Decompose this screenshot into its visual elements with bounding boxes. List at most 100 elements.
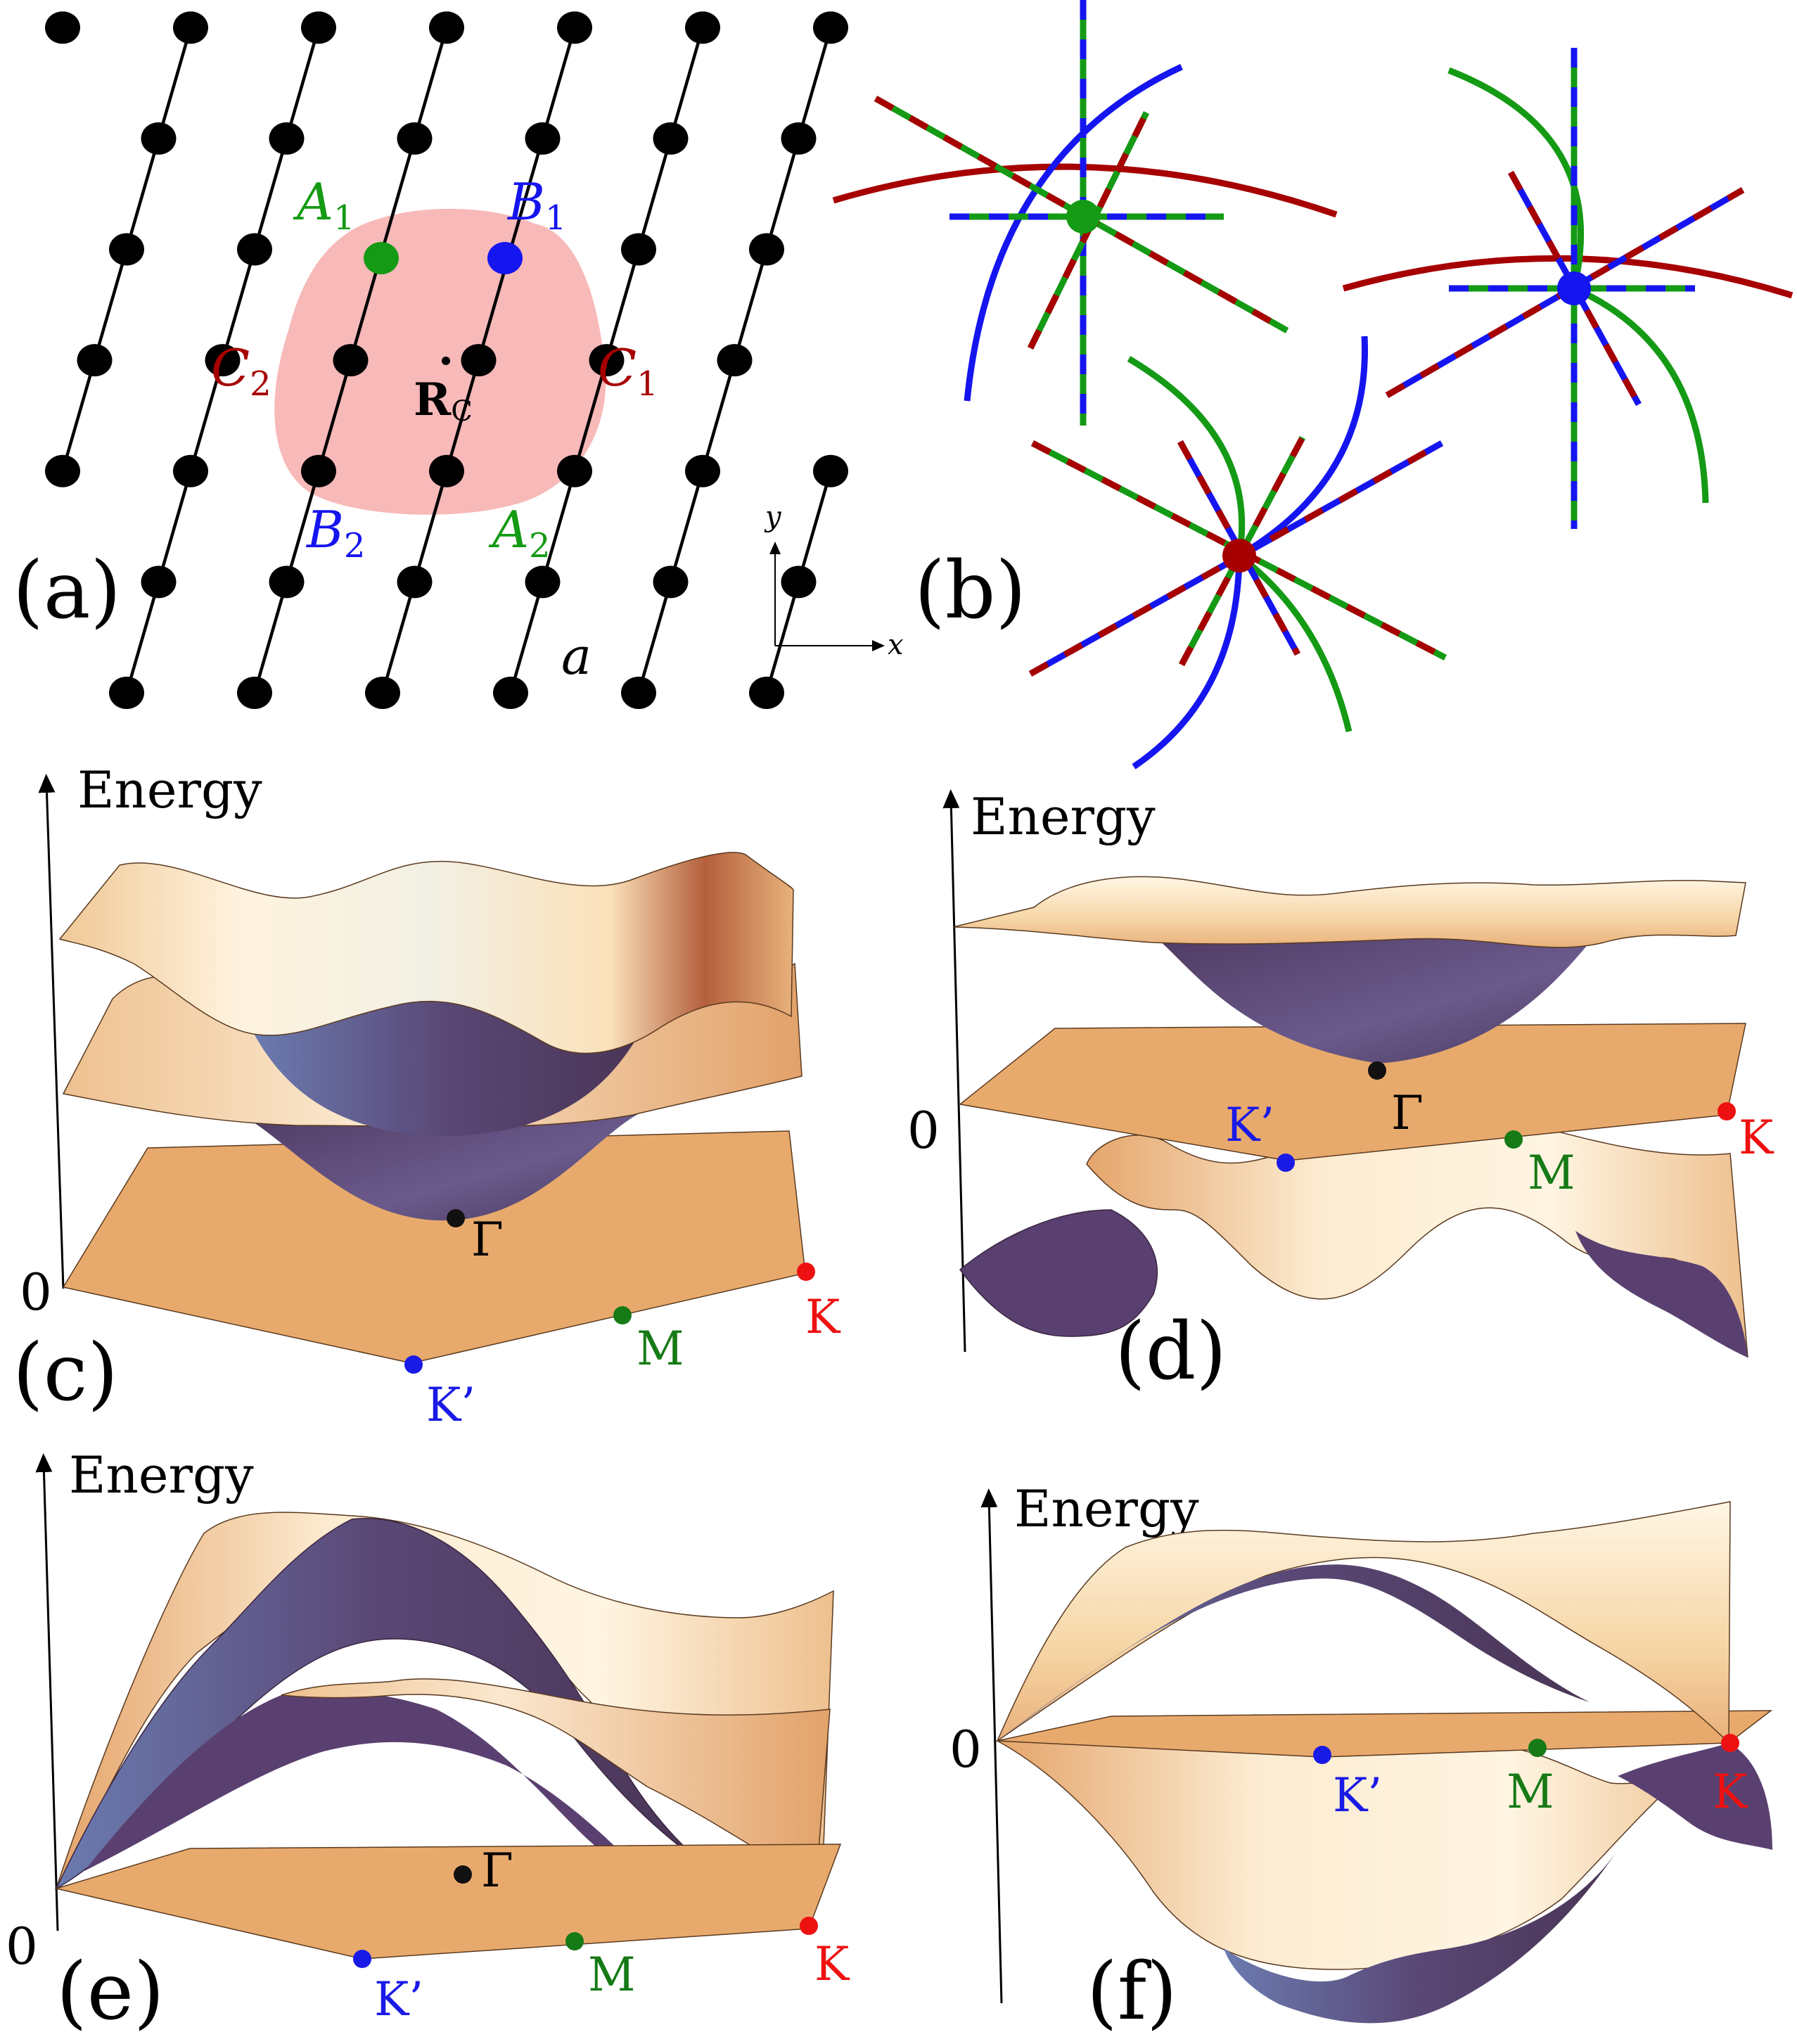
energy-label: Energy	[69, 1445, 254, 1505]
flat-band	[959, 1023, 1746, 1161]
m-point	[613, 1306, 632, 1324]
lattice-site	[173, 11, 208, 44]
upper-band	[996, 1501, 1731, 1744]
panel-label-f: (f)	[1087, 1946, 1177, 2038]
kprime-point	[404, 1355, 423, 1374]
lattice-bond	[541, 471, 577, 583]
label-B2: B2	[305, 500, 365, 566]
axis-x-label: x	[888, 629, 904, 661]
lattice-site	[749, 677, 784, 709]
energy-axis	[38, 774, 65, 1289]
lattice-site	[749, 233, 784, 266]
kprime-label: K’	[374, 1972, 423, 2026]
lattice-site	[141, 566, 177, 599]
lattice-site	[781, 122, 817, 155]
lower-band-left-lobe	[959, 1209, 1158, 1337]
lattice-site	[333, 344, 369, 377]
lattice-site	[557, 11, 592, 44]
star-green-center	[832, 0, 1338, 426]
lattice-bond	[765, 138, 800, 250]
kprime-point	[1313, 1746, 1331, 1764]
lattice-site	[397, 566, 433, 599]
lattice-constant-label: a	[561, 627, 591, 686]
lattice-site	[205, 344, 241, 377]
upper-band-bowl	[1153, 931, 1590, 1063]
upper-band-purple	[997, 1564, 1590, 1741]
energy-axis	[980, 1488, 1003, 2004]
hexagon-halo	[274, 208, 606, 515]
lattice-site	[301, 454, 336, 487]
lattice-site	[237, 233, 272, 266]
lattice-site	[429, 454, 464, 487]
lattice-bond	[605, 248, 641, 361]
lattice-site	[621, 677, 656, 709]
kprime-label: K’	[1225, 1098, 1274, 1152]
lattice-bond	[669, 27, 705, 139]
gamma-point	[447, 1209, 465, 1227]
m-point	[565, 1932, 584, 1950]
lattice-sites	[45, 11, 848, 709]
lattice-site	[813, 11, 848, 44]
k-label: K	[814, 1937, 850, 1991]
lattice-site	[813, 454, 848, 487]
lattice-site	[493, 677, 528, 709]
lattice-site	[653, 566, 689, 599]
lattice-site	[301, 11, 336, 44]
lattice-site	[781, 566, 817, 599]
lattice-bond	[413, 27, 449, 139]
lattice-bond	[637, 581, 672, 694]
lattice-bond	[124, 138, 160, 250]
middle-band-hump	[84, 1690, 633, 1871]
panel-f-band-structure: Energy 0 K M K’ (f)	[949, 1479, 1773, 2038]
k-point	[800, 1917, 818, 1935]
lattice-bond	[380, 581, 416, 694]
xy-axes	[769, 542, 885, 651]
lattice-bond	[413, 471, 449, 583]
lattice-site	[109, 233, 144, 266]
kprime-label: K’	[426, 1378, 475, 1432]
k-point	[1721, 1734, 1739, 1752]
panel-b-orbital-stars: (b)	[832, 0, 1793, 769]
lattice-bonds	[60, 27, 833, 694]
lattice-site	[685, 11, 720, 44]
lattice-bond	[285, 27, 321, 139]
energy-label: Energy	[971, 787, 1156, 846]
lattice-bond	[221, 248, 257, 361]
star-red-center	[1028, 336, 1447, 769]
lattice-site	[461, 344, 497, 377]
lower-band-right-lobe	[1618, 1743, 1772, 1850]
panel-a-kagome-lattice: RC A1 B1 C2 C1 B2 A2 a y x (a)	[13, 11, 904, 709]
panel-label-e: (e)	[56, 1946, 165, 2038]
panel-label-c: (c)	[13, 1327, 118, 1419]
lattice-site	[237, 677, 272, 709]
site-B1	[487, 242, 523, 274]
lattice-site	[365, 677, 400, 709]
lattice-site	[621, 233, 656, 266]
lattice-bond	[252, 138, 288, 250]
m-label: M	[637, 1322, 684, 1376]
label-A2: A2	[488, 500, 551, 566]
zero-label: 0	[907, 1101, 940, 1160]
lattice-bond	[252, 581, 288, 694]
lower-band-right-lobe	[1575, 1231, 1748, 1358]
label-A1: A1	[293, 172, 355, 238]
lattice-site	[557, 454, 592, 487]
lattice-bond	[285, 471, 321, 583]
lattice-bond	[93, 248, 129, 361]
lattice-bond	[445, 359, 480, 472]
center-dot	[442, 357, 450, 365]
energy-axis	[35, 1453, 59, 1931]
flat-band	[54, 1844, 842, 1960]
center-label: RC	[414, 373, 473, 428]
lattice-bond	[124, 581, 160, 694]
m-point	[1504, 1130, 1523, 1149]
panel-c-band-structure: Energy 0 Γ K M K’ (c)	[13, 760, 841, 1432]
lattice-bond	[157, 471, 193, 583]
kprime-point	[353, 1950, 371, 1968]
top-band	[952, 876, 1746, 948]
zero-label: 0	[20, 1263, 52, 1322]
lattice-site	[429, 11, 464, 44]
star-blue-center	[1342, 48, 1793, 529]
gamma-label: Γ	[1391, 1086, 1424, 1140]
